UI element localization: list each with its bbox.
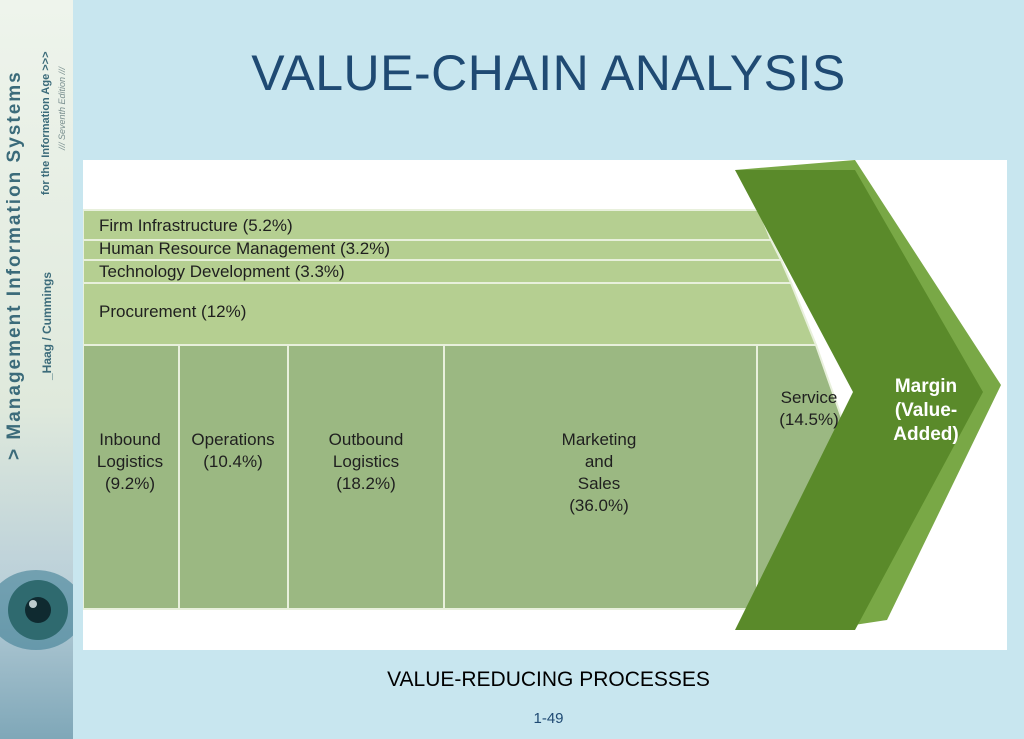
margin-arrow-edge [735,160,1001,630]
page-number: 1-49 [533,710,564,727]
label-human-resource-management: Human Resource Management (3.2%) [99,239,391,258]
label-margin-value-added: Margin (Value- Added) [893,376,959,445]
label-inbound-logistics: Inbound Logistics (9.2%) [96,430,164,493]
label-procurement: Procurement (12%) [99,302,247,321]
book-authors: _Haag / Cummings [40,271,54,380]
value-chain-graphic [83,160,1001,630]
slide-subtitle: VALUE-REDUCING PROCESSES [387,668,710,691]
eye-graphic [0,570,73,650]
value-chain-diagram: Firm Infrastructure (5.2%) Human Resourc… [83,160,1007,650]
primary-inbound-logistics [83,344,180,610]
label-operations: Operations (10.4%) [191,430,275,471]
label-marketing-and-sales: Marketing and Sales (36.0%) [561,430,637,515]
label-outbound-logistics: Outbound Logistics (18.2%) [328,430,404,493]
primary-operations [178,344,289,610]
slide-title: VALUE-CHAIN ANALYSIS [251,45,846,101]
label-technology-development: Technology Development (3.3%) [99,262,345,281]
book-sidebar: > Management Information Systems for the… [0,0,73,739]
label-firm-infrastructure: Firm Infrastructure (5.2%) [99,216,293,235]
label-service: Service (14.5%) [779,388,839,429]
book-edition: /// Seventh Edition /// [57,66,67,150]
book-title: > Management Information Systems [4,70,25,460]
book-subtitle: for the Information Age >>> [40,51,52,195]
margin-arrow [735,170,983,630]
